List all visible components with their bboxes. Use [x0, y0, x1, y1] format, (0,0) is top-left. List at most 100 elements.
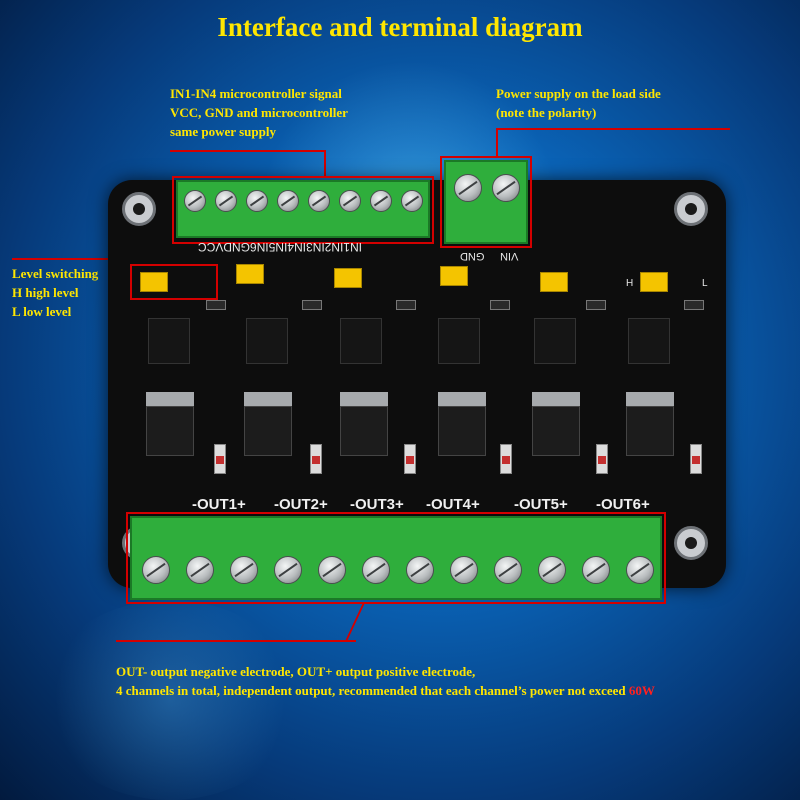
level-jumper: [236, 264, 264, 284]
flyback-diode: [214, 444, 226, 474]
output-note-text: 4 channels in total, independent output,…: [116, 683, 629, 698]
mosfet-tab: [626, 392, 674, 406]
terminal-screw: [215, 190, 237, 212]
mosfet-tab: [532, 392, 580, 406]
output-terminal-block: [130, 516, 662, 600]
level-switch-note: Level switching H high level L low level: [12, 264, 98, 321]
load-power-line-1: Power supply on the load side: [496, 86, 661, 101]
output-label-3: -OUT3+: [350, 496, 404, 513]
terminal-screw: [492, 174, 520, 202]
level-jumper: [440, 266, 468, 286]
level-jumper: [140, 272, 168, 292]
power-callout-drop: [496, 128, 498, 158]
output-power-limit: 60W: [628, 683, 655, 698]
smd-resistor: [302, 300, 322, 310]
signal-callout-drop: [324, 150, 326, 176]
signal-input-line-2: VCC, GND and microcontroller: [170, 105, 348, 120]
mosfet-tab: [146, 392, 194, 406]
terminal-screw: [308, 190, 330, 212]
mosfet-tab: [244, 392, 292, 406]
smd-resistor: [490, 300, 510, 310]
terminal-screw: [186, 556, 214, 584]
terminal-screw: [246, 190, 268, 212]
output-label-4: -OUT4+: [426, 496, 480, 513]
output-note-line-2: 4 channels in total, independent output,…: [116, 681, 655, 700]
output-callout-line: [116, 640, 356, 642]
load-power-line-2: (note the polarity): [496, 105, 597, 120]
jumper-highlight: [130, 264, 218, 300]
mosfet: [626, 406, 674, 456]
terminal-screw: [318, 556, 346, 584]
mounting-hole: [122, 192, 156, 226]
terminal-screw: [454, 174, 482, 202]
terminal-screw: [401, 190, 423, 212]
terminal-screw: [370, 190, 392, 212]
input-pin-labels: IN1IN2IN3IN4IN5IN6GNDVCC: [198, 240, 363, 254]
output-label-6: -OUT6+: [596, 496, 650, 513]
level-jumper: [540, 272, 568, 292]
level-jumper: [640, 272, 668, 292]
mosfet: [340, 406, 388, 456]
mosfet: [244, 406, 292, 456]
mosfet: [532, 406, 580, 456]
terminal-screw: [339, 190, 361, 212]
output-label-2: -OUT2+: [274, 496, 328, 513]
output-note: OUT- output negative electrode, OUT+ out…: [116, 662, 655, 700]
terminal-screw: [406, 556, 434, 584]
power-terminal-highlight: [440, 156, 532, 248]
level-jumper: [334, 268, 362, 288]
terminal-screw: [362, 556, 390, 584]
signal-input-note: IN1-IN4 microcontroller signal VCC, GND …: [170, 84, 348, 141]
mounting-hole: [674, 192, 708, 226]
level-callout-line: [12, 258, 134, 260]
signal-callout-line: [170, 150, 326, 152]
optocoupler: [340, 318, 382, 364]
power-terminal-block: [444, 160, 528, 244]
jumper-label-l: L: [702, 278, 708, 289]
level-switch-line-1: Level switching: [12, 266, 99, 281]
smd-resistor: [684, 300, 704, 310]
optocoupler: [246, 318, 288, 364]
terminal-screw: [274, 556, 302, 584]
flyback-diode: [404, 444, 416, 474]
level-switch-line-2: H high level: [12, 285, 79, 300]
input-terminal-block: [176, 180, 430, 238]
flyback-diode: [690, 444, 702, 474]
flyback-diode: [596, 444, 608, 474]
terminal-screw: [142, 556, 170, 584]
mosfet: [438, 406, 486, 456]
output-labels: -OUT1+ -OUT2+ -OUT3+ -OUT4+ -OUT5+ -OUT6…: [178, 496, 658, 516]
terminal-screw: [277, 190, 299, 212]
mounting-hole: [674, 526, 708, 560]
optocoupler: [534, 318, 576, 364]
terminal-screw: [494, 556, 522, 584]
output-label-5: -OUT5+: [514, 496, 568, 513]
input-terminal-highlight: [172, 176, 434, 244]
output-callout-drop: [345, 604, 365, 640]
flyback-diode: [500, 444, 512, 474]
optocoupler: [438, 318, 480, 364]
mosfet-tab: [340, 392, 388, 406]
power-callout-line: [496, 128, 730, 130]
background-glow: [40, 600, 300, 800]
output-terminal-highlight: [126, 512, 666, 604]
terminal-screw: [626, 556, 654, 584]
smd-resistor: [396, 300, 416, 310]
page-title: Interface and terminal diagram: [217, 12, 583, 42]
mosfet-tab: [438, 392, 486, 406]
output-label-1: -OUT1+: [192, 496, 246, 513]
level-switch-line-3: L low level: [12, 304, 72, 319]
signal-input-line-3: same power supply: [170, 124, 276, 139]
terminal-screw: [184, 190, 206, 212]
terminal-screw: [230, 556, 258, 584]
mosfet: [146, 406, 194, 456]
terminal-screw: [450, 556, 478, 584]
output-note-line-1: OUT- output negative electrode, OUT+ out…: [116, 664, 476, 679]
terminal-screw: [582, 556, 610, 584]
optocoupler: [628, 318, 670, 364]
smd-resistor: [206, 300, 226, 310]
signal-input-line-1: IN1-IN4 microcontroller signal: [170, 86, 342, 101]
load-power-note: Power supply on the load side (note the …: [496, 84, 661, 122]
flyback-diode: [310, 444, 322, 474]
